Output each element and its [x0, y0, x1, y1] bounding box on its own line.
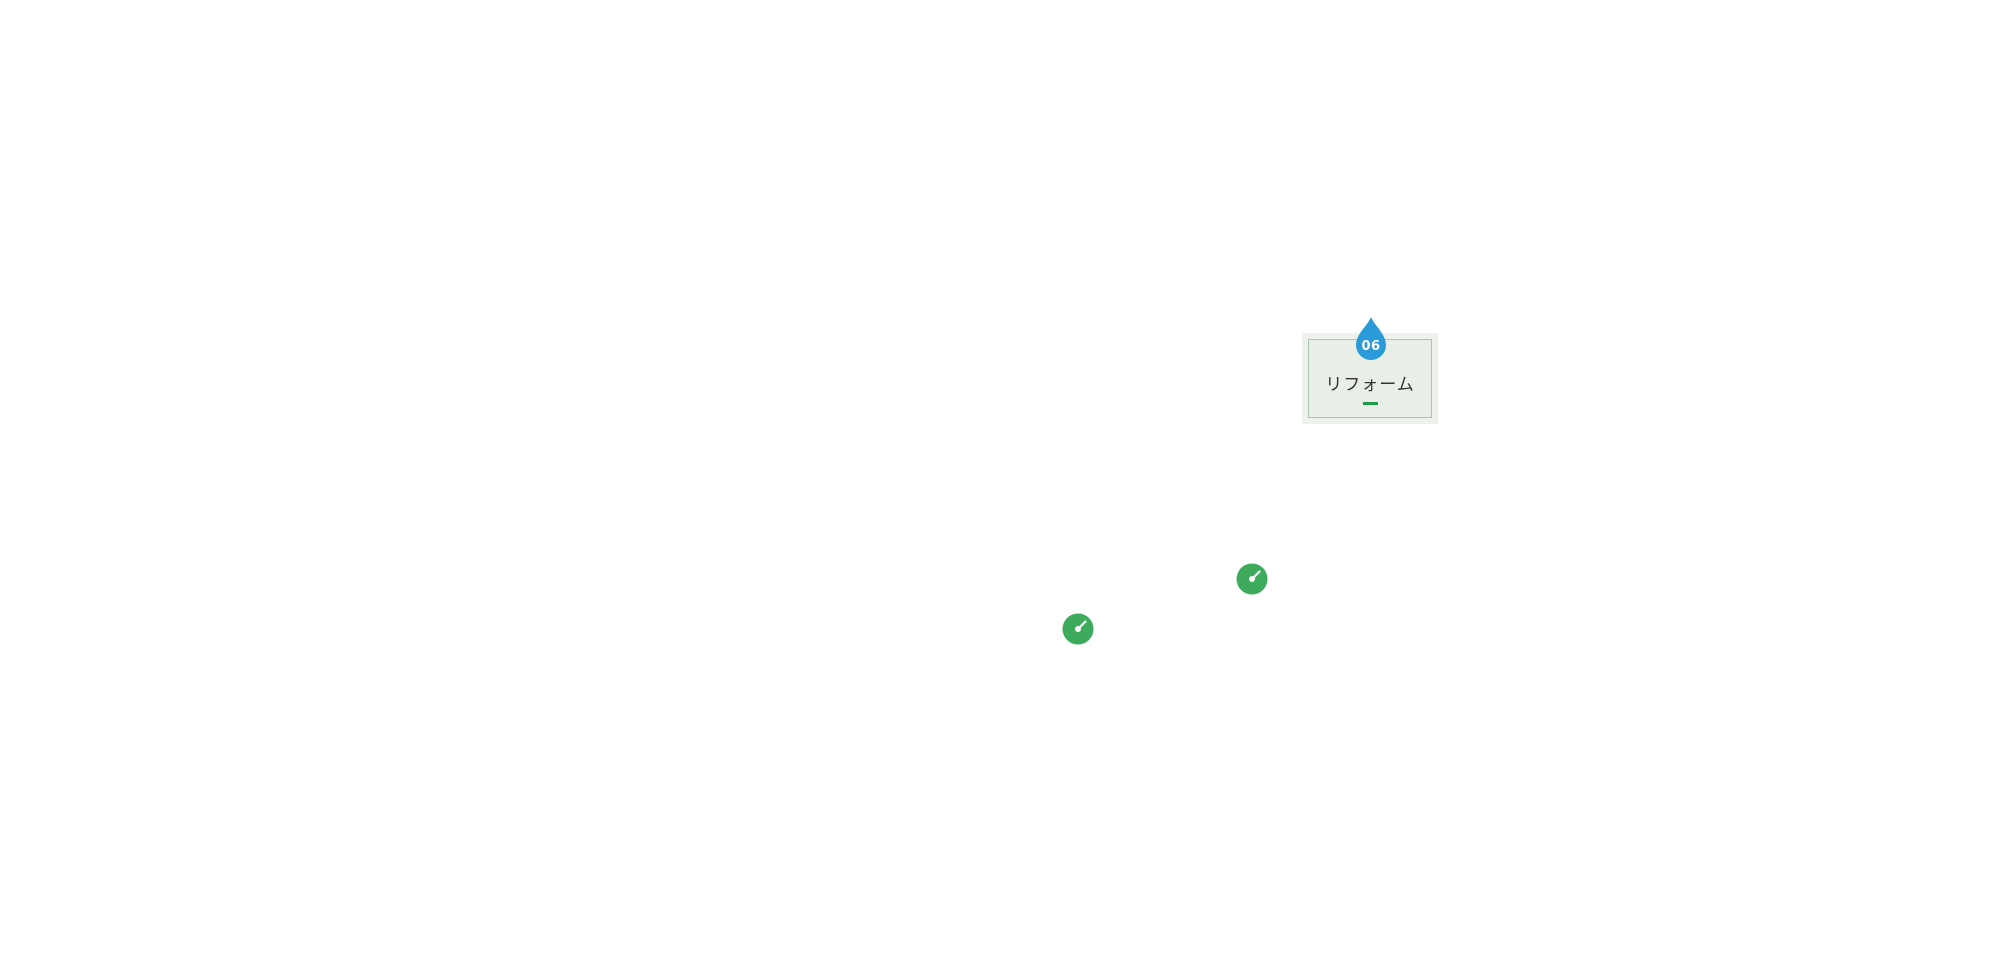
water-drop-icon	[1356, 317, 1386, 360]
reform-card-number: 06	[1361, 339, 1381, 354]
gauge-icon[interactable]	[1236, 563, 1268, 595]
reform-card-label: リフォーム	[1325, 375, 1415, 395]
reform-card-underline	[1363, 402, 1378, 405]
gauge-icon[interactable]	[1062, 613, 1094, 645]
